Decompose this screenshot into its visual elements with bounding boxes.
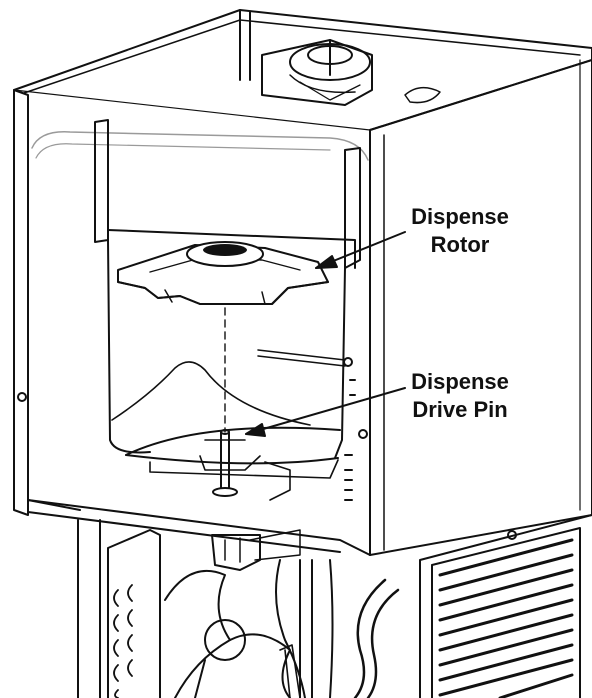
drive-pin-leader <box>245 387 406 437</box>
dispense-drive-pin-label-line2: Drive Pin <box>412 397 508 422</box>
condenser-coil <box>113 584 133 698</box>
side-tube <box>257 349 346 367</box>
dispense-rotor <box>117 241 329 305</box>
vent-grille <box>419 514 592 698</box>
bin-liner <box>31 119 369 479</box>
dispense-drive-pin <box>199 429 291 501</box>
dispense-rotor-label: Dispense Rotor <box>385 203 535 259</box>
lower-machine-section <box>77 514 592 698</box>
dispense-rotor-label-line2: Rotor <box>430 232 490 257</box>
dispense-rotor-label-line1: Dispense <box>411 204 509 229</box>
rotor-leader <box>315 231 406 269</box>
dispense-drive-pin-label: Dispense Drive Pin <box>385 368 535 424</box>
condenser-fan <box>164 570 291 698</box>
bin-cabinet <box>13 9 592 556</box>
top-motor-assembly <box>261 39 441 106</box>
dispense-drive-pin-label-line1: Dispense <box>411 369 509 394</box>
